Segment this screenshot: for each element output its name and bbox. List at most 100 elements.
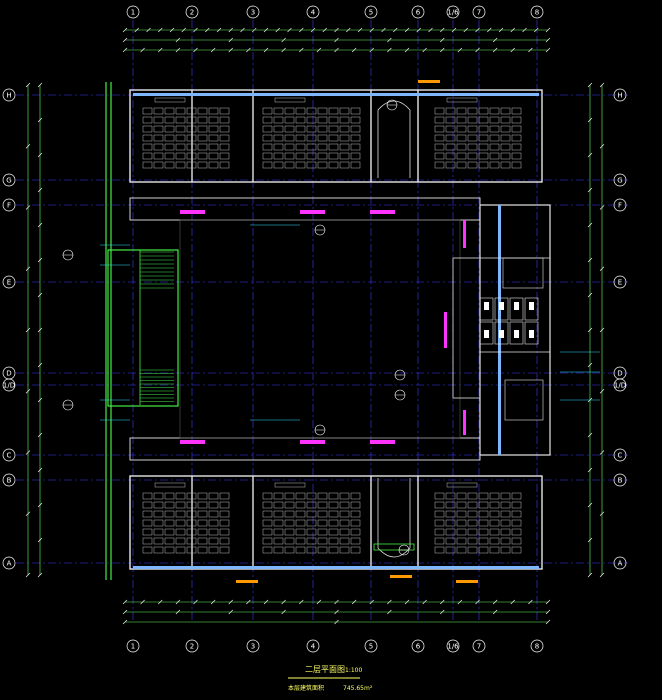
desk bbox=[175, 116, 186, 124]
dimension-tick bbox=[25, 82, 31, 88]
desk bbox=[456, 537, 467, 545]
desk bbox=[284, 161, 295, 169]
desk bbox=[219, 152, 230, 160]
axis-bubble-label: E bbox=[618, 279, 622, 287]
axis-bubble-circle bbox=[2, 473, 16, 487]
axis-bubble: B bbox=[613, 473, 627, 487]
desk bbox=[434, 116, 445, 124]
dimension-tick bbox=[440, 37, 445, 43]
door-marker bbox=[418, 80, 440, 83]
dimension-tick bbox=[351, 599, 357, 605]
toilet-fixture bbox=[514, 330, 519, 338]
window-strip-south bbox=[133, 566, 539, 569]
desk bbox=[273, 501, 284, 509]
classroom-desk-group bbox=[262, 482, 361, 554]
door-marker bbox=[390, 575, 412, 578]
dimension-tick bbox=[545, 609, 551, 615]
dimension-tick bbox=[545, 27, 551, 33]
desk bbox=[500, 161, 511, 169]
desk bbox=[339, 152, 350, 160]
axis-bubble-circle bbox=[246, 639, 260, 653]
desk bbox=[500, 501, 511, 509]
desk bbox=[478, 519, 489, 527]
desk bbox=[164, 510, 175, 518]
dimension-tick bbox=[193, 599, 198, 605]
desk bbox=[164, 125, 175, 133]
dimension-tick bbox=[122, 37, 128, 43]
desk bbox=[219, 161, 230, 169]
desk bbox=[273, 143, 284, 151]
axis-bubble-circle bbox=[246, 5, 260, 19]
axis-bubble-label: H bbox=[617, 92, 622, 100]
desk bbox=[186, 492, 197, 500]
desk bbox=[142, 152, 153, 160]
axis-bubble: 1/D bbox=[613, 378, 627, 392]
west-stair-frame bbox=[107, 249, 179, 407]
desk bbox=[197, 528, 208, 536]
dimension-tick bbox=[528, 599, 533, 605]
axis-bubble-label: 2 bbox=[190, 9, 194, 17]
door-marker bbox=[456, 580, 478, 583]
axis-bubble: E bbox=[2, 275, 16, 289]
desk bbox=[306, 152, 317, 160]
desk bbox=[478, 528, 489, 536]
desk bbox=[478, 134, 489, 142]
desk bbox=[295, 537, 306, 545]
dimension-tick bbox=[587, 82, 593, 88]
dimension-tick bbox=[25, 389, 31, 394]
dimension-tick bbox=[334, 599, 339, 605]
axis-bubble: F bbox=[2, 198, 16, 212]
desk bbox=[262, 528, 273, 536]
desk bbox=[317, 161, 328, 169]
desk bbox=[175, 134, 186, 142]
desk bbox=[186, 152, 197, 160]
dimension-tick bbox=[463, 27, 468, 33]
desk bbox=[208, 528, 219, 536]
desk bbox=[175, 546, 186, 554]
desk bbox=[350, 528, 361, 536]
dimension-tick bbox=[37, 257, 43, 263]
desk bbox=[175, 125, 186, 133]
desk bbox=[489, 125, 500, 133]
desk bbox=[197, 537, 208, 545]
axis-bubble: H bbox=[613, 88, 627, 102]
desk bbox=[328, 537, 339, 545]
desk bbox=[317, 116, 328, 124]
dimension-tick bbox=[587, 117, 593, 123]
desk bbox=[186, 501, 197, 509]
dimension-tick bbox=[587, 362, 593, 368]
desk bbox=[142, 161, 153, 169]
dimension-tick bbox=[387, 37, 392, 43]
desk bbox=[186, 519, 197, 527]
dimension-tick bbox=[599, 572, 605, 578]
area-label: 本层建筑面积 bbox=[288, 684, 324, 692]
desk bbox=[445, 546, 456, 554]
desk bbox=[175, 152, 186, 160]
dimension-tick bbox=[334, 27, 339, 33]
desk bbox=[434, 492, 445, 500]
dimension-tick bbox=[440, 47, 445, 53]
desk bbox=[500, 546, 511, 554]
dimension-tick bbox=[299, 599, 304, 605]
desk bbox=[445, 528, 456, 536]
dimension-tick bbox=[210, 599, 216, 605]
axis-bubble: 3 bbox=[246, 5, 260, 19]
desk bbox=[434, 510, 445, 518]
desk bbox=[273, 492, 284, 500]
corridor-fixture bbox=[370, 440, 395, 444]
axis-bubble: 1/D bbox=[2, 378, 16, 392]
dimension-tick bbox=[334, 37, 339, 43]
desk bbox=[186, 510, 197, 518]
dimension-tick bbox=[37, 432, 43, 438]
dimension-tick bbox=[37, 222, 43, 228]
dimension-tick bbox=[246, 47, 251, 53]
desk bbox=[164, 161, 175, 169]
desk bbox=[339, 116, 350, 124]
desk bbox=[328, 546, 339, 554]
desk bbox=[317, 528, 328, 536]
dimension-tick bbox=[404, 27, 410, 33]
desk bbox=[208, 161, 219, 169]
dimension-tick bbox=[205, 27, 210, 33]
desk bbox=[467, 152, 478, 160]
